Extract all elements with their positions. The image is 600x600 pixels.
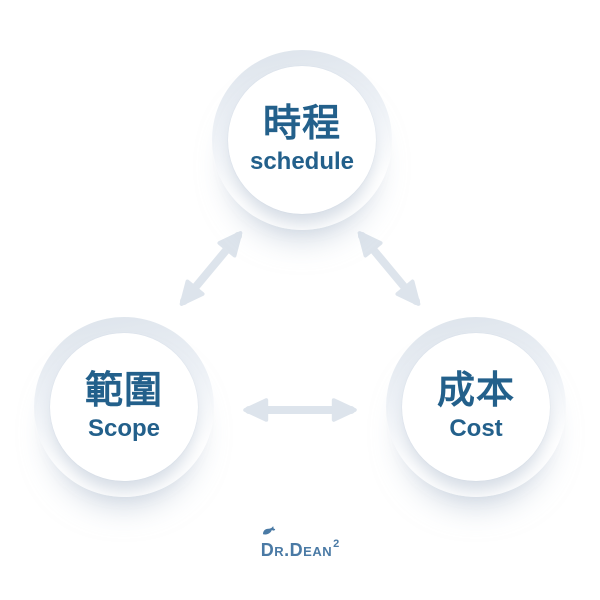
node-cost-label-zh: 成本 bbox=[436, 368, 515, 413]
node-schedule: 時程 schedule bbox=[212, 50, 392, 230]
node-schedule-label-zh: 時程 bbox=[262, 101, 341, 146]
brand-logo: Dr.Dean2 bbox=[260, 526, 340, 561]
node-scope-label-zh: 範圍 bbox=[84, 368, 163, 413]
node-schedule-label-en: schedule bbox=[249, 148, 355, 175]
arrow-schedule-cost bbox=[357, 231, 421, 306]
brand-text: Dr.Dean bbox=[260, 540, 333, 560]
node-cost: 成本 Cost bbox=[386, 317, 566, 497]
node-scope-face: 範圍 Scope bbox=[50, 333, 198, 481]
node-scope: 範圍 Scope bbox=[34, 317, 214, 497]
node-scope-label-en: Scope bbox=[87, 415, 161, 442]
brand-superscript: 2 bbox=[333, 538, 340, 550]
brand-logo-inner: Dr.Dean2 bbox=[260, 526, 340, 561]
whale-icon bbox=[263, 526, 276, 535]
node-cost-label-en: Cost bbox=[449, 415, 503, 442]
node-schedule-face: 時程 schedule bbox=[228, 66, 376, 214]
arrow-schedule-scope bbox=[179, 231, 243, 306]
node-cost-face: 成本 Cost bbox=[402, 333, 550, 481]
